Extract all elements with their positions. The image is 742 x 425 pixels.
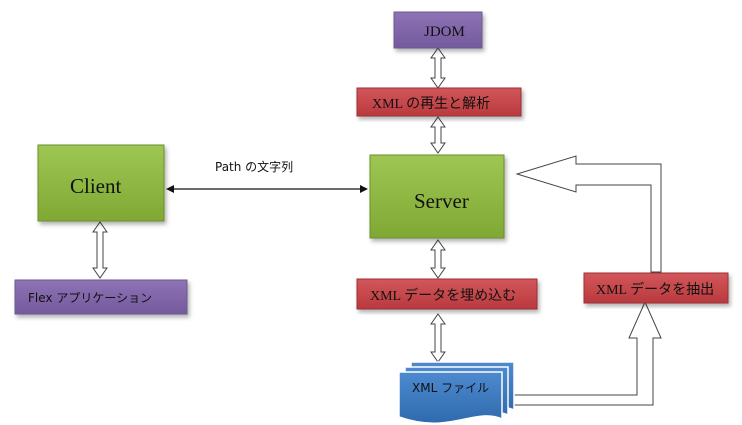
client-flex-connector xyxy=(92,221,108,279)
server-label: Server xyxy=(414,189,469,213)
xml-parse-node: XML の再生と解析 xyxy=(356,87,522,117)
xml-embed-label: XML データを埋め込む xyxy=(370,287,516,304)
xml-parse-label: XML の再生と解析 xyxy=(372,96,490,112)
client-server-arrow xyxy=(166,185,368,193)
jdom-xmlparse-connector xyxy=(430,47,446,89)
server-node: Server xyxy=(369,154,505,239)
xmlparse-server-connector xyxy=(430,116,446,154)
xmlembed-xmlfile-connector xyxy=(430,313,446,363)
xml-extract-node: XML データを抽出 xyxy=(583,272,729,304)
xml-extract-label: XML データを抽出 xyxy=(596,281,714,298)
jdom-label: JDOM xyxy=(424,24,465,40)
client-label: Client xyxy=(70,174,121,198)
server-xmlembed-connector xyxy=(430,239,446,279)
path-string-label: Path の文字列 xyxy=(215,159,293,174)
xml-file-label: XML ファイル xyxy=(412,381,489,395)
flex-app-label: Flex アプリケーション xyxy=(28,291,152,305)
xmlextract-server-arrow xyxy=(515,155,662,273)
jdom-node: JDOM xyxy=(393,11,483,49)
client-node: Client xyxy=(37,144,165,222)
flex-app-node: Flex アプリケーション xyxy=(14,279,188,315)
xmlfile-xmlextract-arrow xyxy=(506,300,662,406)
xml-file-node: XML ファイル xyxy=(398,361,515,424)
xml-embed-node: XML データを埋め込む xyxy=(356,278,538,310)
